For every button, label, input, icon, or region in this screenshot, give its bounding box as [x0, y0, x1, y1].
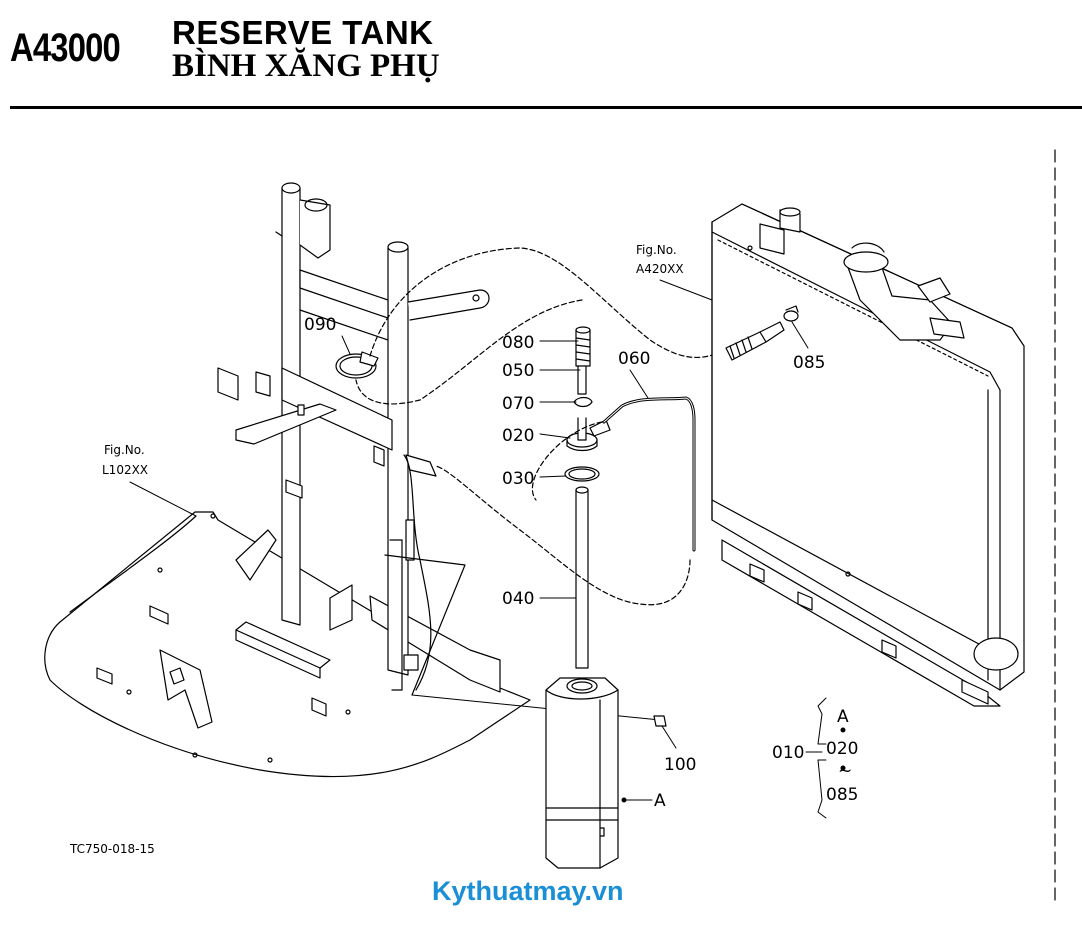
fig-left-label: Fig.No. — [104, 443, 145, 457]
o-ring-030 — [564, 466, 600, 482]
bolt-100 — [653, 715, 667, 727]
fig-right-code: A420XX — [636, 262, 684, 276]
title-vietnamese: BÌNH XĂNG PHỤ — [172, 48, 440, 84]
callout-060: 060 — [618, 349, 650, 369]
assembly-010: 010 — [772, 743, 804, 763]
callout-assembly-a: A — [654, 791, 666, 811]
section-code: A43000 — [10, 26, 121, 70]
hose-clamp-090 — [335, 351, 379, 379]
fig-left-code: L102XX — [102, 463, 148, 477]
callout-080: 080 — [502, 333, 534, 353]
callout-100: 100 — [664, 755, 696, 775]
callout-030: 030 — [502, 469, 534, 489]
header-divider — [10, 106, 1082, 109]
hose-060 — [602, 396, 696, 552]
figure-code: TC750-018-15 — [70, 842, 155, 856]
callout-090: 090 — [304, 315, 336, 335]
pipe-050 — [577, 365, 587, 395]
spring-080 — [575, 326, 591, 367]
leader-lines — [129, 279, 846, 819]
clip-070 — [573, 396, 593, 408]
assembly-tilde: ~ — [838, 761, 852, 781]
title-english: RESERVE TANK — [172, 14, 434, 51]
assembly-marker-a: A — [837, 707, 849, 727]
tube-040 — [575, 486, 589, 669]
cap-020 — [566, 417, 611, 452]
floor-brackets — [96, 529, 501, 729]
hose-routing-dashed — [355, 247, 727, 606]
fig-right-label: Fig.No. — [636, 243, 677, 257]
clamp-085 — [783, 305, 799, 322]
watermark-link[interactable]: Kythuatmay.vn — [432, 876, 624, 906]
callout-085: 085 — [793, 353, 825, 373]
reserve-tank-body — [545, 677, 619, 869]
callout-070: 070 — [502, 394, 534, 414]
callout-040: 040 — [502, 589, 534, 609]
callout-020: 020 — [502, 426, 534, 446]
callout-050: 050 — [502, 361, 534, 381]
radiator — [711, 203, 1025, 707]
assembly-end-085: 085 — [826, 785, 858, 805]
assembly-start-020: 020 — [826, 739, 858, 759]
